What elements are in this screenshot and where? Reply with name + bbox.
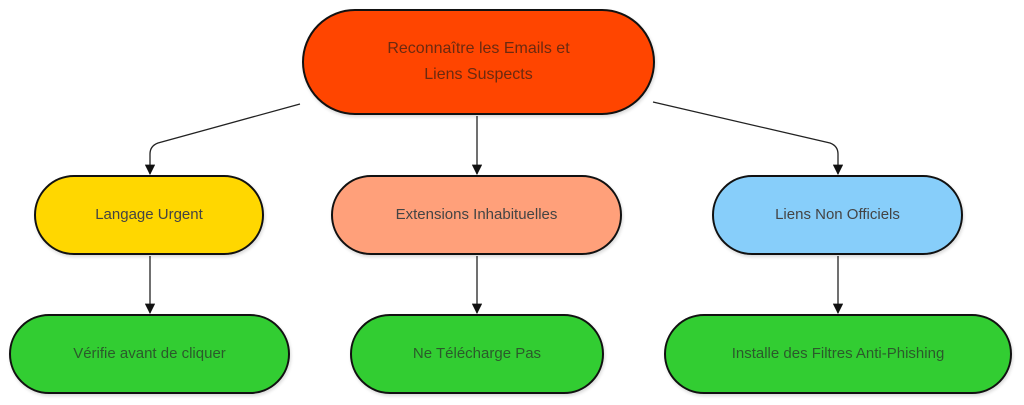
node-label: Ne Télécharge Pas: [412, 345, 542, 362]
node-label: Installe des Filtres Anti-Phishing: [731, 345, 945, 362]
node-liens-non-officiels: Liens Non Officiels: [712, 175, 963, 255]
node-label: Extensions Inhabituelles: [395, 206, 558, 223]
root-node-line2: Liens Suspects: [424, 66, 533, 83]
node-ne-telecharge-pas: Ne Télécharge Pas: [350, 314, 604, 394]
edge-root-to-langage-urgent: [144, 103, 301, 176]
node-installe-filtres-anti-phishing: Installe des Filtres Anti-Phishing: [664, 314, 1012, 394]
node-langage-urgent: Langage Urgent: [34, 175, 264, 255]
node-verifie-avant-de-cliquer: Vérifie avant de cliquer: [9, 314, 290, 394]
node-label: Vérifie avant de cliquer: [73, 345, 226, 362]
node-label: Langage Urgent: [95, 206, 203, 223]
root-node-line1: Reconnaître les Emails et: [387, 40, 570, 57]
node-label: Liens Non Officiels: [775, 206, 900, 223]
node-extensions-inhabituelles: Extensions Inhabituelles: [331, 175, 622, 255]
root-node: Reconnaître les Emails et Liens Suspects: [302, 9, 655, 115]
edge-root-to-liens-non-officiels: [652, 101, 844, 176]
